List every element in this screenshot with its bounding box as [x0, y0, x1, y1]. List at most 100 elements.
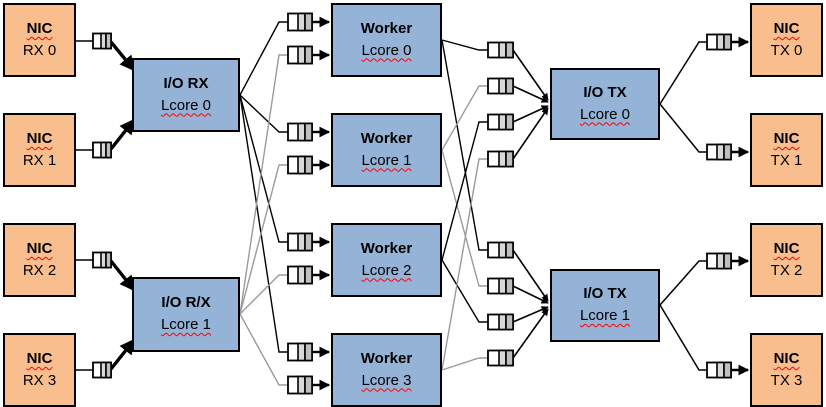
- edge-rxq-0-to-io-rx-0: [109, 40, 136, 72]
- ring-queue-icon-wq-in-3t: [287, 342, 313, 362]
- edge-wq-out-t0-to-io-tx-0: [512, 49, 549, 101]
- edge-io-tx-1-to-txq-2: [659, 260, 707, 306]
- io-tx-1-subtitle: Lcore 1: [579, 307, 631, 324]
- nic-tx-2-subtitle: TX 2: [770, 261, 803, 279]
- ring-queue-icon-wq-out-t1: [487, 77, 514, 95]
- edge-wq-out-t1-to-io-tx-0: [512, 85, 549, 103]
- edge-rxq-1-to-io-rx-0: [109, 118, 136, 151]
- nic-rx-3-box: NIC RX 3: [3, 333, 76, 407]
- edge-wq-out-b1-to-io-tx-1: [512, 285, 549, 304]
- nic-tx-2-box: NIC TX 2: [750, 223, 823, 297]
- ring-queue-icon-wq-in-0t: [287, 12, 313, 32]
- edge-worker-2-to-wq-out-t2: [441, 121, 488, 261]
- ring-queue-icon-txq-0: [706, 33, 732, 51]
- ring-queue-icon-wq-out-b3: [487, 349, 514, 367]
- edge-io-rx-0-to-wq-in-3t: [239, 94, 288, 353]
- ring-queue-icon-txq-2: [706, 252, 732, 270]
- edge-worker-2-to-wq-out-b2: [441, 259, 488, 323]
- ring-queue-icon-wq-in-1b: [287, 155, 313, 175]
- edge-io-rx-0-to-wq-in-1t: [239, 94, 288, 133]
- edge-wq-out-b0-to-io-tx-1: [512, 249, 549, 302]
- edge-io-rx-1-to-wq-in-0b: [239, 54, 288, 315]
- edge-worker-0-to-wq-out-t0: [441, 39, 488, 51]
- queues-group: [92, 12, 732, 395]
- nic-rx-3-subtitle: RX 3: [22, 371, 57, 389]
- worker-2-title: Worker: [360, 239, 413, 257]
- io-tx-0-title: I/O TX: [583, 83, 627, 101]
- nic-rx-0-subtitle: RX 0: [22, 41, 57, 59]
- nic-rx-3-title: NIC: [26, 349, 53, 367]
- edge-worker-3-to-wq-out-t3: [441, 158, 488, 371]
- io-tx-0-subtitle: Lcore 0: [579, 105, 631, 123]
- ring-queue-icon-wq-in-3b: [287, 375, 313, 395]
- edge-worker-1-to-wq-out-t1: [441, 85, 488, 151]
- edge-io-tx-0-to-txq-1: [659, 103, 707, 153]
- edge-io-tx-0-to-txq-0: [659, 41, 707, 105]
- ring-queue-icon-wq-out-t2: [487, 113, 514, 131]
- edge-worker-3-to-wq-out-b3: [441, 357, 488, 371]
- ring-queue-icon-wq-out-b0: [487, 241, 514, 259]
- nic-tx-3-box: NIC TX 3: [750, 333, 823, 407]
- worker-3-subtitle: Lcore 3: [361, 371, 412, 389]
- edge-io-rx-0-to-wq-in-0t: [239, 21, 288, 96]
- edge-io-rx-1-to-wq-in-3b: [239, 313, 288, 386]
- ring-queue-icon-wq-out-t0: [487, 41, 514, 59]
- io-tx-1-title: I/O TX: [583, 285, 627, 303]
- ring-queue-icon-wq-out-t3: [487, 150, 514, 168]
- nic-tx-3-subtitle: TX 3: [770, 371, 803, 389]
- edge-rxq-3-to-io-rx-1: [109, 338, 136, 371]
- worker-1-title: Worker: [360, 129, 413, 147]
- io-tx-1-box: I/O TX Lcore 1: [550, 269, 660, 342]
- edge-worker-0-to-wq-out-b0: [441, 39, 488, 251]
- nic-rx-1-title: NIC: [26, 129, 53, 147]
- edge-worker-1-to-wq-out-b1: [441, 149, 488, 287]
- edge-io-rx-1-to-wq-in-2b: [239, 274, 288, 315]
- edges-group: [76, 16, 750, 391]
- io-rx-1-title: I/O R/X: [161, 294, 211, 312]
- nic-tx-2-title: NIC: [773, 239, 800, 257]
- ring-queue-icon-wq-in-1t: [287, 122, 313, 142]
- nic-tx-1-box: NIC TX 1: [750, 113, 823, 187]
- ring-queue-icon-wq-in-2t: [287, 232, 313, 252]
- io-rx-0-title: I/O RX: [163, 74, 209, 92]
- io-tx-0-box: I/O TX Lcore 0: [550, 68, 660, 140]
- worker-0-title: Worker: [360, 19, 413, 37]
- ring-queue-icon-rxq-2: [92, 251, 112, 269]
- edge-wq-out-t3-to-io-tx-0: [512, 107, 549, 160]
- edge-io-rx-0-to-wq-in-2t: [239, 94, 288, 243]
- io-rx-1-subtitle: Lcore 1: [160, 316, 212, 333]
- ring-queue-icon-wq-in-0b: [287, 45, 313, 65]
- nic-rx-0-box: NIC RX 0: [3, 3, 76, 77]
- io-rx-0-box: I/O RX Lcore 0: [132, 58, 240, 132]
- nic-rx-2-subtitle: RX 2: [22, 261, 57, 279]
- nic-rx-0-title: NIC: [26, 19, 53, 37]
- ring-queue-icon-rxq-0: [92, 32, 112, 50]
- ring-queue-icon-rxq-3: [92, 361, 112, 379]
- nic-tx-1-title: NIC: [773, 129, 800, 147]
- nic-rx-1-subtitle: RX 1: [22, 151, 57, 169]
- edge-io-rx-1-to-wq-in-1b: [239, 164, 288, 315]
- worker-1-subtitle: Lcore 1: [361, 151, 412, 169]
- nic-tx-3-title: NIC: [773, 349, 800, 367]
- io-rx-0-subtitle: Lcore 0: [160, 96, 212, 114]
- ring-queue-icon-wq-out-b1: [487, 277, 514, 295]
- worker-0-subtitle: Lcore 0: [361, 41, 412, 59]
- nic-tx-0-title: NIC: [773, 19, 800, 37]
- worker-3-title: Worker: [360, 349, 413, 367]
- edge-rxq-2-to-io-rx-1: [109, 259, 136, 292]
- worker-2-subtitle: Lcore 2: [361, 261, 412, 279]
- edge-io-tx-1-to-txq-3: [659, 304, 707, 371]
- nic-tx-1-subtitle: TX 1: [770, 151, 803, 169]
- ring-queue-icon-wq-in-2b: [287, 265, 313, 285]
- ring-queue-icon-txq-3: [706, 361, 732, 379]
- nic-rx-1-box: NIC RX 1: [3, 113, 76, 187]
- ring-queue-icon-txq-1: [706, 143, 732, 161]
